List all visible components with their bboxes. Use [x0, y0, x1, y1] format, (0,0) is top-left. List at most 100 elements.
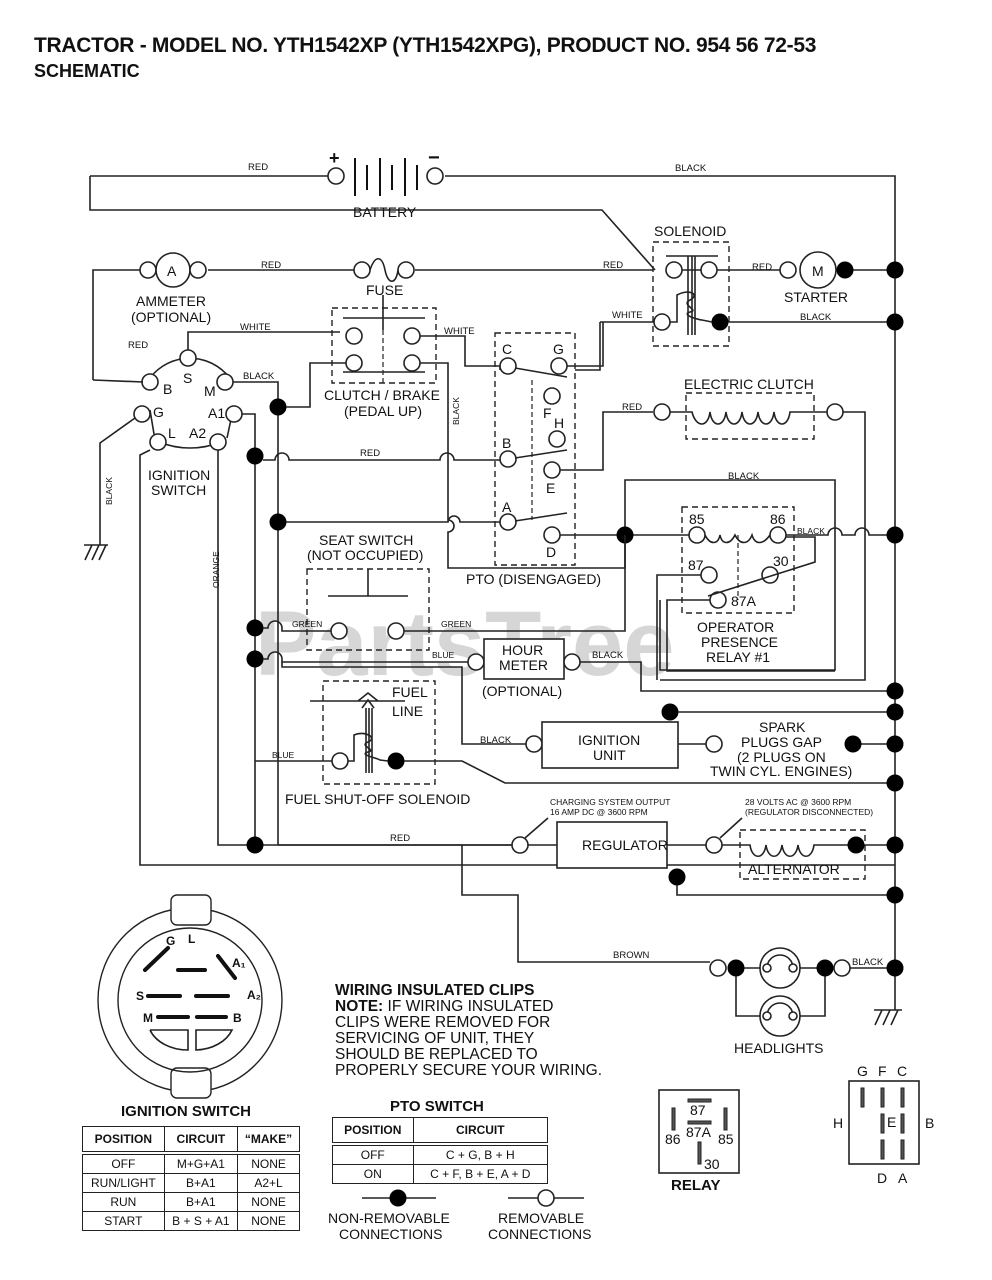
- hour-meter-sub: (OPTIONAL): [482, 683, 562, 699]
- charging-output-note: CHARGING SYSTEM OUTPUT: [550, 797, 670, 807]
- table-cell: M+G+A1: [163, 1152, 239, 1174]
- relay-label3: RELAY #1: [706, 649, 770, 665]
- battery: + − BATTERY RED BLACK: [89, 147, 896, 1010]
- svg-text:M: M: [204, 383, 216, 399]
- relay-detail: 87 87A 86 85 30 RELAY: [658, 1089, 740, 1194]
- svg-text:86: 86: [665, 1131, 681, 1147]
- svg-text:B: B: [925, 1115, 934, 1131]
- hour-meter-label: HOUR: [502, 642, 543, 658]
- wire-label-black: BLACK: [243, 371, 275, 382]
- svg-text:87A: 87A: [686, 1124, 712, 1140]
- wiring-clips-note: WIRING INSULATED CLIPS NOTE: IF WIRING I…: [335, 983, 602, 1079]
- note-line: CLIPS WERE REMOVED FOR: [335, 1014, 551, 1031]
- ammeter-sub: (OPTIONAL): [131, 309, 211, 325]
- ignition-switch-caption: IGNITION SWITCH: [121, 1103, 251, 1120]
- fuel-solenoid-label: FUEL SHUT-OFF SOLENOID: [285, 791, 470, 807]
- wire-label-black: BLACK: [592, 650, 624, 661]
- operator-presence-relay: BLACK 85 86 87 30 87A BLACK OPERATOR PRE…: [656, 471, 904, 680]
- svg-text:G: G: [153, 404, 164, 420]
- fuse: FUSE RED: [353, 257, 623, 298]
- wire-label-orange: ORANGE: [211, 551, 221, 588]
- fuel-line-label2: LINE: [392, 703, 423, 719]
- alternator: 28 VOLTS AC @ 3600 RPM (REGULATOR DISCON…: [705, 797, 904, 880]
- table-cell: B+A1: [163, 1173, 239, 1193]
- svg-text:86: 86: [770, 511, 786, 527]
- table-cell: OFF: [82, 1152, 165, 1174]
- spark-plugs-label: SPARK: [759, 719, 806, 735]
- table-row: RUN B+A1 NONE: [82, 1192, 300, 1212]
- wire-label-red: RED: [360, 448, 380, 459]
- seat-switch-sub: (NOT OCCUPIED): [307, 547, 423, 563]
- note-line: SERVICING OF UNIT, THEY: [335, 1030, 535, 1047]
- fuel-line-label: FUEL: [392, 684, 428, 700]
- wire-label-green: GREEN: [441, 619, 471, 629]
- starter: M STARTER: [779, 251, 904, 331]
- starter-label: STARTER: [784, 289, 848, 305]
- table-cell: A2+L: [237, 1173, 300, 1193]
- svg-text:G: G: [553, 341, 564, 357]
- note-line: IF WIRING INSULATED: [383, 998, 554, 1015]
- svg-text:G: G: [166, 934, 175, 948]
- wire-label-black: BLACK: [675, 163, 707, 174]
- note-heading: WIRING INSULATED CLIPS: [335, 982, 535, 999]
- svg-text:B: B: [502, 435, 511, 451]
- svg-text:C: C: [897, 1063, 907, 1079]
- battery-minus-icon: −: [428, 147, 440, 169]
- wire-label-red: RED: [261, 260, 281, 271]
- svg-text:A₂: A₂: [247, 988, 261, 1002]
- connection-legend: NON-REMOVABLE CONNECTIONS REMOVABLE CONN…: [328, 1189, 591, 1242]
- wire-label-red: RED: [603, 260, 623, 271]
- electric-clutch: ELECTRIC CLUTCH: [653, 376, 866, 681]
- svg-text:S: S: [136, 989, 144, 1003]
- table-cell: OFF: [332, 1143, 414, 1165]
- regulator: RED REGULATOR CHARGING SYSTEM OUTPUT 16 …: [278, 797, 904, 904]
- table-cell: B + S + A1: [163, 1211, 239, 1231]
- svg-text:L: L: [168, 425, 176, 441]
- wire-label-black: BLACK: [797, 526, 825, 536]
- wire-label-red: RED: [622, 402, 642, 413]
- svg-text:D: D: [546, 544, 556, 560]
- spark-plugs: SPARK PLUGS GAP (2 PLUGS ON TWIN CYL. EN…: [710, 719, 852, 779]
- page-title: TRACTOR - MODEL NO. YTH1542XP (YTH1542XP…: [34, 34, 817, 57]
- wire-label-black: BLACK: [728, 471, 760, 482]
- pto-switch-table: POSITION CIRCUIT OFF C + G, B + H ON C +…: [332, 1117, 549, 1184]
- wire-label-white: WHITE: [240, 322, 271, 333]
- solenoid-label: SOLENOID: [654, 223, 726, 239]
- note-line: SHOULD BE REPLACED TO: [335, 1046, 538, 1063]
- spark-plugs-label3: (2 PLUGS ON: [737, 749, 826, 765]
- spark-plugs-label4: TWIN CYL. ENGINES): [710, 763, 852, 779]
- table-cell: NONE: [237, 1192, 300, 1212]
- svg-text:A: A: [502, 499, 512, 515]
- svg-text:B: B: [163, 381, 172, 397]
- svg-text:87A: 87A: [731, 593, 757, 609]
- wire-label-black: BLACK: [104, 477, 114, 505]
- table-cell: ON: [332, 1164, 414, 1184]
- svg-text:G: G: [857, 1063, 868, 1079]
- ignition-unit: BLACK IGNITION UNIT: [281, 662, 904, 769]
- electric-clutch-label: ELECTRIC CLUTCH: [684, 376, 814, 392]
- watermark: PartsTree: [255, 593, 674, 695]
- wire-label-black: BLACK: [480, 735, 512, 746]
- alternator-note2: (REGULATOR DISCONNECTED): [745, 807, 873, 817]
- table-cell: RUN: [82, 1192, 165, 1212]
- seat-switch: SEAT SWITCH (NOT OCCUPIED) GREEN GREEN: [263, 532, 626, 651]
- svg-text:B: B: [233, 1011, 242, 1025]
- wire-label-black: BLACK: [800, 312, 832, 323]
- charging-output-note2: 16 AMP DC @ 3600 RPM: [550, 807, 648, 817]
- wire-label-black: BLACK: [852, 957, 884, 968]
- table-cell: C + F, B + E, A + D: [412, 1164, 549, 1184]
- wire-label-black: BLACK: [451, 397, 461, 425]
- wire-label-green: GREEN: [292, 619, 322, 629]
- legend-non-removable: NON-REMOVABLE: [328, 1210, 450, 1226]
- svg-text:C: C: [502, 341, 512, 357]
- table-cell: C + G, B + H: [412, 1143, 549, 1165]
- wire-label-white: WHITE: [612, 310, 643, 321]
- ignition-switch-label: IGNITION: [148, 467, 210, 483]
- headlights-label: HEADLIGHTS: [734, 1040, 823, 1056]
- spark-plugs-label2: PLUGS GAP: [741, 734, 822, 750]
- alternator-note: 28 VOLTS AC @ 3600 RPM: [745, 797, 851, 807]
- table-header: CIRCUIT: [412, 1117, 549, 1146]
- hour-meter-label2: METER: [499, 657, 548, 673]
- wire-label-red: RED: [390, 833, 410, 844]
- table-cell: START: [82, 1211, 165, 1231]
